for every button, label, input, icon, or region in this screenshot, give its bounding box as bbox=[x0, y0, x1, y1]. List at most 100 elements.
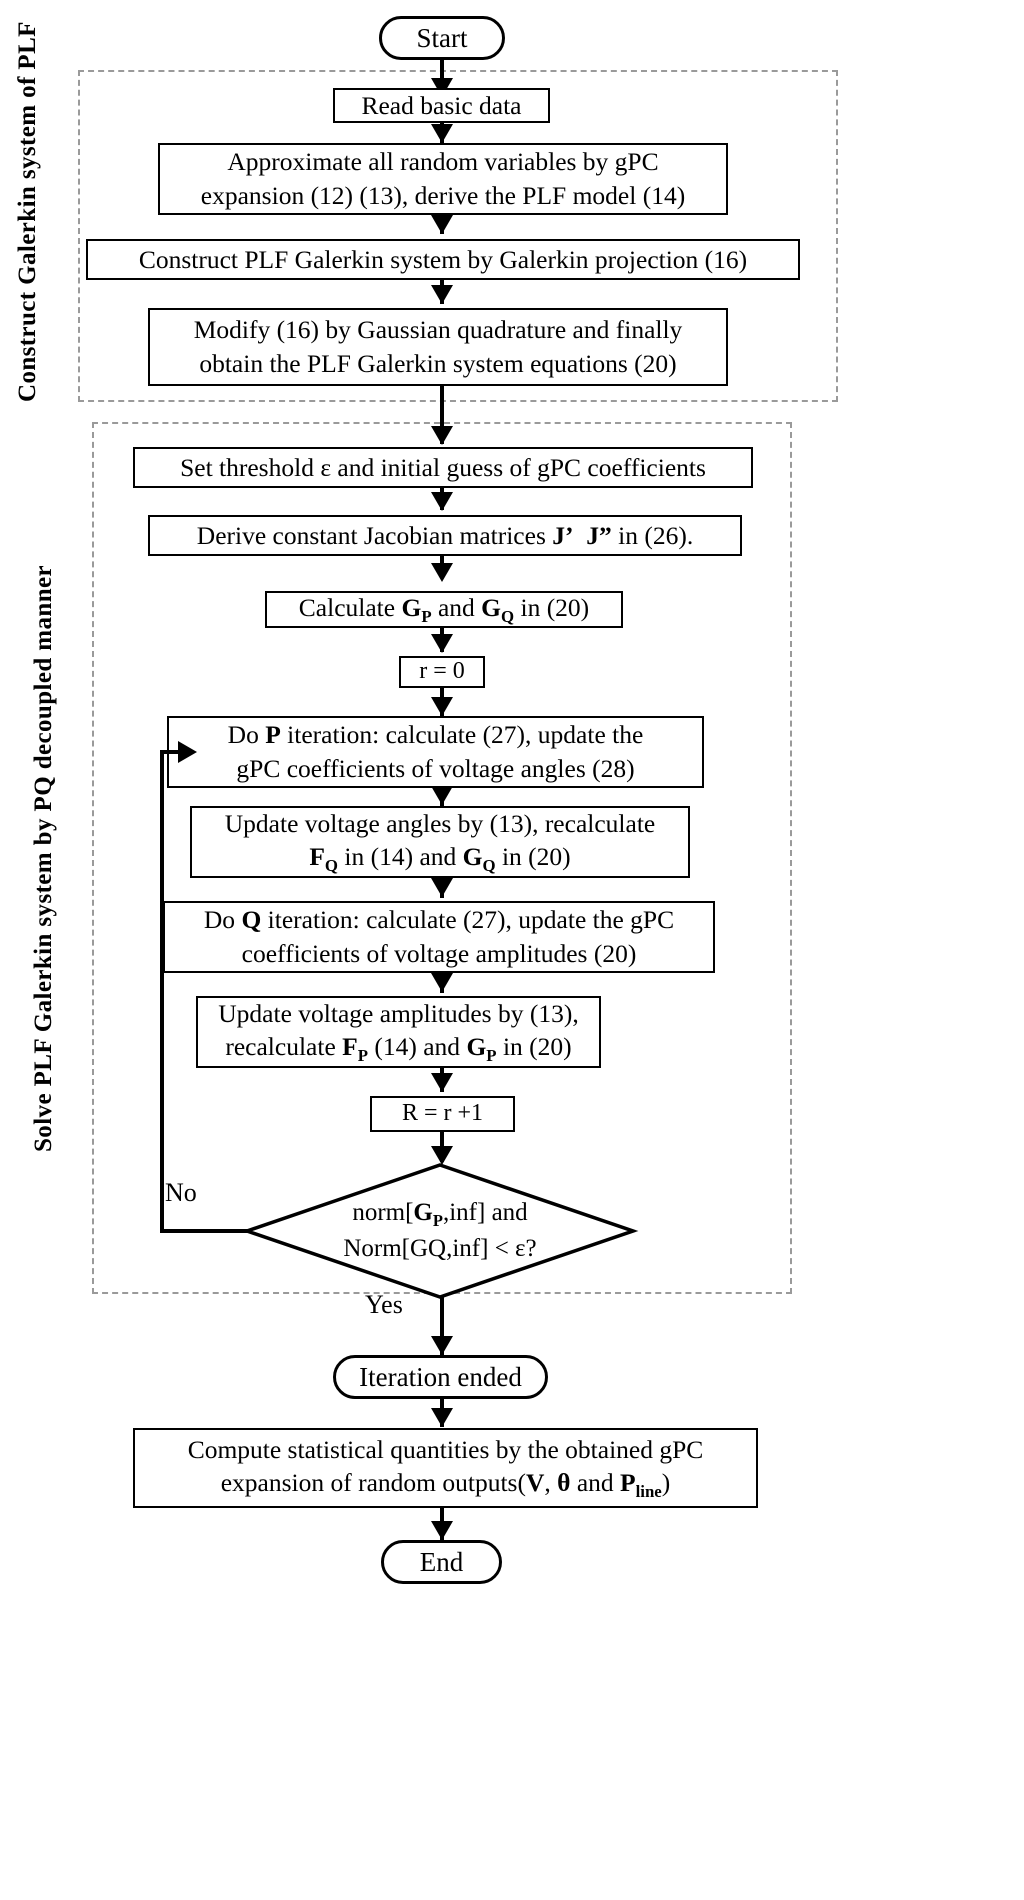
node-calculate-g-g1: G bbox=[401, 592, 422, 622]
arrowhead-read-to-approximate bbox=[431, 124, 453, 143]
arrowhead-threshold-to-jacobian bbox=[431, 492, 453, 511]
node-compute-theta: θ bbox=[557, 1468, 571, 1498]
node-iteration-ended[interactable]: Iteration ended bbox=[333, 1355, 548, 1399]
edge-label-no: No bbox=[165, 1178, 197, 1207]
node-do-q-iteration[interactable]: Do Q iteration: calculate (27), update t… bbox=[163, 901, 715, 973]
node-r-init-label: r = 0 bbox=[419, 658, 465, 685]
arrowhead-doq-to-updateamp bbox=[431, 973, 453, 992]
arrowhead-updateangles-to-doq bbox=[431, 878, 453, 897]
node-set-threshold-label: Set threshold ε and initial guess of gPC… bbox=[180, 452, 706, 482]
node-end-label: End bbox=[419, 1546, 464, 1577]
node-approximate-line2: expansion (12) (13), derive the PLF mode… bbox=[200, 181, 686, 210]
group-region-construct bbox=[78, 70, 838, 402]
node-update-angles-gsub: Q bbox=[482, 856, 496, 876]
node-compute-statistics-text: Compute statistical quantities by the ob… bbox=[143, 1433, 748, 1504]
node-derive-jacobian-suffix: in (26). bbox=[611, 520, 694, 550]
node-approximate[interactable]: Approximate all random variables by gPC … bbox=[158, 143, 728, 215]
node-construct-galerkin-label: Construct PLF Galerkin system by Galerki… bbox=[138, 244, 748, 274]
node-r-increment-label: R = r +1 bbox=[401, 1100, 484, 1127]
arrowhead-rincrement-to-decision bbox=[431, 1146, 453, 1165]
node-update-amp-line2-pre: recalculate bbox=[225, 1032, 343, 1062]
node-compute-and: and bbox=[570, 1468, 621, 1498]
node-modify-text: Modify (16) by Gaussian quadrature and f… bbox=[158, 313, 718, 380]
connector-yes-vertical bbox=[440, 1297, 444, 1355]
group-label-construct: Construct Galerkin system of PLF bbox=[14, 21, 41, 402]
node-update-amp-f: F bbox=[342, 1032, 358, 1062]
node-modify-line2: obtain the PLF Galerkin system equations… bbox=[199, 349, 677, 378]
node-update-angles-end: in (20) bbox=[495, 842, 571, 872]
node-update-amp-fsub: P bbox=[357, 1046, 368, 1066]
node-update-amp-mid: (14) and bbox=[368, 1032, 467, 1062]
node-read-basic-data[interactable]: Read basic data bbox=[333, 88, 550, 123]
node-update-angles-line1: Update voltage angles by (13), recalcula… bbox=[224, 808, 656, 838]
node-update-amp-gsub: P bbox=[486, 1046, 497, 1066]
node-r-init[interactable]: r = 0 bbox=[399, 656, 485, 688]
node-compute-statistics[interactable]: Compute statistical quantities by the ob… bbox=[133, 1428, 758, 1508]
node-modify[interactable]: Modify (16) by Gaussian quadrature and f… bbox=[148, 308, 728, 386]
node-update-voltage-angles[interactable]: Update voltage angles by (13), recalcula… bbox=[190, 806, 690, 878]
node-calculate-g-g2: G bbox=[481, 592, 502, 622]
node-start-label: Start bbox=[416, 22, 468, 53]
arrowhead-updateamp-to-rincrement bbox=[431, 1073, 453, 1092]
node-calculate-g-mid: and bbox=[431, 592, 482, 622]
connector-no-horizontal bbox=[160, 1229, 250, 1233]
node-do-q-line1-bold: Q bbox=[241, 905, 262, 935]
node-update-voltage-amplitudes[interactable]: Update voltage amplitudes by (13), recal… bbox=[196, 996, 601, 1068]
node-derive-jacobian-j1: J’ bbox=[552, 520, 574, 550]
node-construct-galerkin[interactable]: Construct PLF Galerkin system by Galerki… bbox=[86, 239, 800, 280]
arrowhead-yes-to-iteration-ended bbox=[431, 1336, 453, 1355]
node-do-p-line1-pre: Do bbox=[227, 720, 266, 750]
arrowhead-rinit-to-dop bbox=[431, 697, 453, 716]
node-do-p-line2: gPC coefficients of voltage angles (28) bbox=[236, 754, 635, 783]
node-do-p-line1-post: iteration: calculate (27), update the bbox=[280, 720, 644, 750]
node-update-angles-f: F bbox=[309, 842, 325, 872]
node-update-voltage-angles-text: Update voltage angles by (13), recalcula… bbox=[200, 807, 680, 878]
decision-diamond-shape bbox=[241, 1163, 639, 1299]
arrowhead-jacobian-to-calcg bbox=[431, 563, 453, 582]
connector-start-to-read bbox=[440, 60, 444, 85]
node-decision[interactable]: norm[GP,inf] and Norm[GQ,inf] < ε? bbox=[241, 1163, 639, 1299]
node-compute-line1: Compute statistical quantities by the ob… bbox=[187, 1434, 704, 1464]
node-compute-v: V bbox=[525, 1468, 545, 1498]
node-derive-jacobian[interactable]: Derive constant Jacobian matrices J’ J” … bbox=[148, 515, 742, 556]
node-start[interactable]: Start bbox=[379, 16, 505, 60]
node-do-p-line1-bold: P bbox=[265, 720, 281, 750]
node-calculate-g[interactable]: Calculate GP and GQ in (20) bbox=[265, 591, 623, 628]
node-calculate-g-g2sub: Q bbox=[501, 606, 515, 626]
arrowhead-no-to-dop bbox=[178, 741, 197, 763]
node-approximate-text: Approximate all random variables by gPC … bbox=[168, 145, 718, 212]
node-do-q-line1-pre: Do bbox=[203, 905, 242, 935]
node-update-voltage-amplitudes-text: Update voltage amplitudes by (13), recal… bbox=[206, 997, 591, 1068]
edge-label-yes: Yes bbox=[365, 1290, 403, 1319]
arrowhead-iteration-to-compute bbox=[431, 1408, 453, 1427]
node-update-angles-mid: in (14) and bbox=[338, 842, 463, 872]
connector-modify-to-threshold bbox=[440, 386, 444, 444]
arrowhead-construct-to-modify bbox=[431, 285, 453, 304]
node-compute-comma: , bbox=[544, 1468, 558, 1498]
node-end[interactable]: End bbox=[381, 1540, 502, 1584]
node-modify-line1: Modify (16) by Gaussian quadrature and f… bbox=[193, 315, 683, 345]
connector-no-vertical bbox=[160, 750, 164, 1233]
node-update-amp-end: in (20) bbox=[496, 1032, 572, 1062]
node-update-angles-g: G bbox=[462, 842, 483, 872]
node-derive-jacobian-j2: J” bbox=[586, 520, 612, 550]
node-r-increment[interactable]: R = r +1 bbox=[370, 1096, 515, 1132]
node-set-threshold[interactable]: Set threshold ε and initial guess of gPC… bbox=[133, 447, 753, 488]
node-do-p-iteration-text: Do P iteration: calculate (27), update t… bbox=[177, 718, 694, 785]
arrowhead-approximate-to-construct bbox=[431, 215, 453, 234]
arrowhead-calcg-to-rinit bbox=[431, 634, 453, 653]
node-calculate-g-g1sub: P bbox=[421, 606, 432, 626]
node-update-amp-g: G bbox=[466, 1032, 487, 1062]
node-compute-line2-pre: expansion of random outputs( bbox=[220, 1468, 526, 1498]
node-update-angles-fsub: Q bbox=[324, 856, 338, 876]
node-do-p-iteration[interactable]: Do P iteration: calculate (27), update t… bbox=[167, 716, 704, 788]
node-do-q-line2: coefficients of voltage amplitudes (20) bbox=[241, 939, 637, 968]
connector-no-entry-horizontal bbox=[160, 750, 182, 754]
node-do-q-iteration-text: Do Q iteration: calculate (27), update t… bbox=[173, 903, 705, 970]
node-read-basic-data-label: Read basic data bbox=[361, 90, 522, 120]
node-update-amp-line1: Update voltage amplitudes by (13), bbox=[218, 998, 579, 1028]
node-derive-jacobian-text: Derive constant Jacobian matrices J’ J” … bbox=[158, 519, 732, 553]
node-do-q-line1-post: iteration: calculate (27), update the gP… bbox=[261, 905, 675, 935]
node-compute-p: P bbox=[620, 1468, 636, 1498]
